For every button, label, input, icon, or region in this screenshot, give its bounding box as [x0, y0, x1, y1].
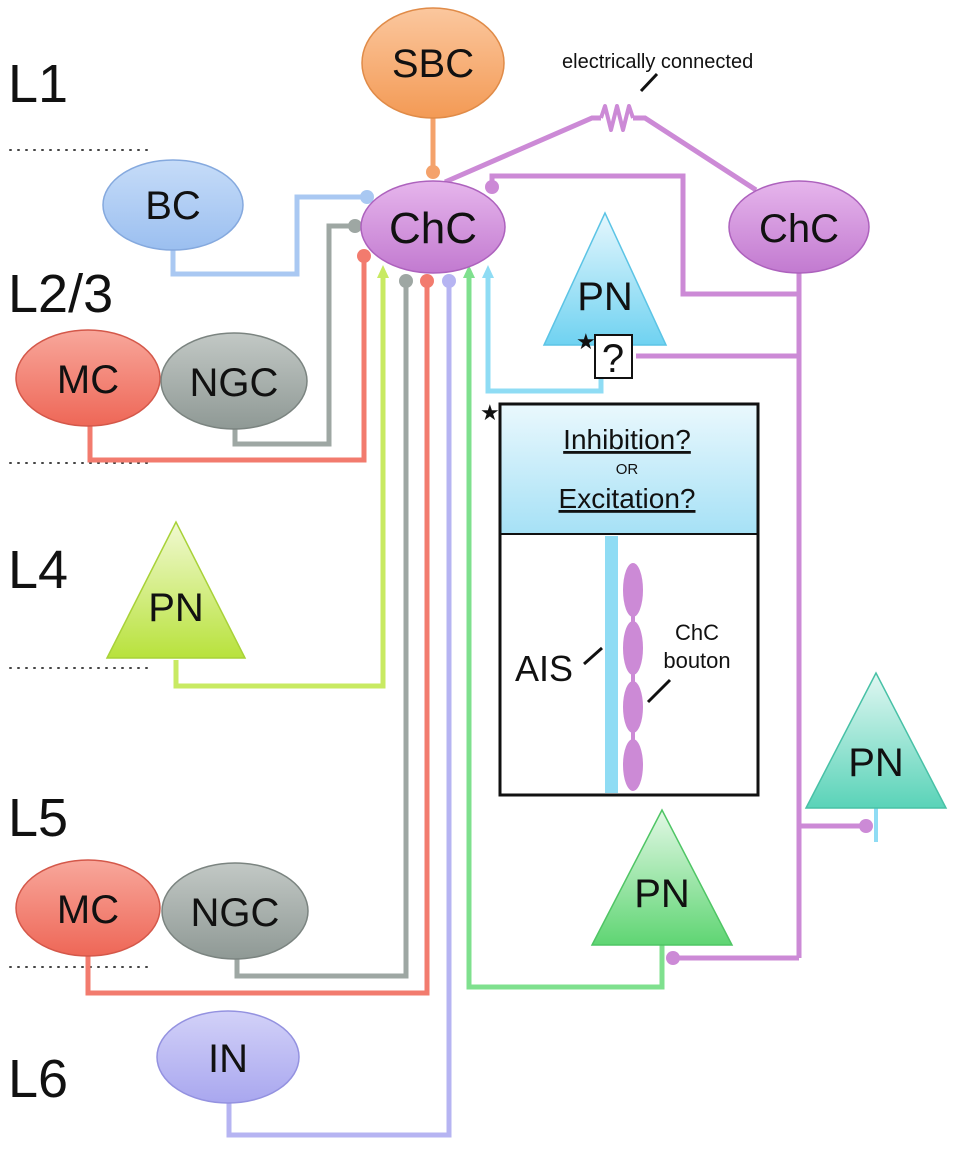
pn-l4-to-chc-line	[173, 276, 386, 689]
ngc-l5-synapse-dot	[399, 274, 413, 288]
inset-or-text: OR	[616, 461, 639, 478]
layer-label-l4: L4	[8, 540, 68, 600]
ngc-l5-label: NGC	[191, 891, 280, 935]
star-marker-inset: ★	[480, 400, 500, 425]
bc-label: BC	[145, 184, 201, 228]
pn-l4-label: PN	[148, 586, 204, 630]
mc-l23-synapse-dot	[357, 249, 371, 263]
layer-label-l23: L2/3	[8, 264, 113, 324]
sbc-cell: SBC	[361, 7, 505, 119]
bouton-label-line1: ChC	[675, 620, 719, 645]
electrical-label-pointer	[639, 72, 659, 93]
electrical-link-right	[633, 115, 758, 193]
pn-l5-synapse-dot	[666, 951, 680, 965]
pn-l5-arrowhead	[463, 265, 475, 278]
layer-separators	[9, 149, 149, 968]
ais-pointer	[583, 646, 603, 666]
pn-right-label: PN	[848, 741, 904, 785]
ngc-l23-cell: NGC	[160, 332, 308, 430]
chc-right-cell: ChC	[728, 180, 870, 274]
mc-l5-to-chc-line	[85, 284, 430, 996]
chc-right-to-chc-left-line	[489, 173, 802, 297]
bouton-1	[623, 563, 643, 617]
layer-label-l1: L1	[8, 54, 68, 114]
bc-cell: BC	[102, 159, 244, 251]
bc-synapse-dot	[360, 190, 374, 204]
question-mark: ?	[602, 337, 624, 381]
pn-l5-label: PN	[634, 872, 690, 916]
electrical-link-left	[444, 115, 601, 185]
pn-right-synapse-dot	[859, 819, 873, 833]
ngc-l5-cell: NGC	[161, 862, 309, 960]
layer-label-l6: L6	[8, 1049, 68, 1109]
in-l6-label: IN	[208, 1037, 248, 1081]
connections	[85, 104, 878, 1138]
chc-main-label: ChC	[389, 204, 477, 253]
chc-boutons	[623, 563, 643, 791]
bouton-label-line2: bouton	[663, 648, 730, 673]
inset-excitation-text: Excitation?	[559, 483, 696, 514]
layer-label-l5: L5	[8, 788, 68, 848]
inset-box: Inhibition? OR Excitation? ★ AIS ChC bou…	[480, 400, 760, 797]
in-l6-synapse-dot	[442, 274, 456, 288]
pn-right-cell: PN	[804, 671, 948, 809]
pn-l4-cell: PN	[105, 520, 247, 659]
sbc-label: SBC	[392, 42, 474, 86]
chc-right-label: ChC	[759, 207, 839, 251]
ais-segment	[605, 536, 618, 793]
pn-l5-to-chc-line	[466, 276, 665, 990]
electrical-connection-label: electrically connected	[562, 51, 753, 73]
pn-l23-arrowhead	[482, 265, 494, 278]
pn-l23-cell: PN	[542, 211, 668, 346]
star-marker-question: ★	[576, 329, 596, 354]
bc-to-chc-line	[170, 194, 363, 277]
synapse-markers	[348, 165, 873, 965]
mc-l23-cell: MC	[15, 329, 161, 427]
chc-right-to-left-synapse-dot	[485, 180, 499, 194]
resistor-symbol	[599, 104, 635, 132]
pn-l4-arrowhead	[377, 265, 389, 278]
mc-l5-label: MC	[57, 888, 119, 932]
ngc-l23-synapse-dot	[348, 219, 362, 233]
chc-main-cell: ChC	[360, 180, 506, 274]
mc-l23-label: MC	[57, 358, 119, 402]
ais-label: AIS	[515, 648, 573, 689]
layer-labels: L1 L2/3 L4 L5 L6	[8, 54, 113, 1109]
pn-l5-cell: PN	[590, 808, 734, 946]
in-l6-cell: IN	[156, 1010, 300, 1104]
ngc-l23-label: NGC	[190, 361, 279, 405]
mc-l5-synapse-dot	[420, 274, 434, 288]
mc-l23-to-chc-line	[87, 256, 367, 463]
sbc-synapse-dot	[426, 165, 440, 179]
ngc-l23-to-chc-line	[232, 223, 353, 447]
ngc-l5-to-chc-line	[234, 284, 409, 979]
mc-l5-cell: MC	[15, 859, 161, 957]
inset-inhibition-text: Inhibition?	[563, 424, 691, 455]
cells: SBC BC ChC ChC MC NGC PN PN	[15, 7, 948, 1104]
pn-l23-label: PN	[577, 275, 633, 319]
unknown-synapse-box: ? ★	[576, 329, 633, 381]
in-l6-to-chc-line	[226, 284, 452, 1138]
bouton-pointer	[646, 678, 672, 704]
